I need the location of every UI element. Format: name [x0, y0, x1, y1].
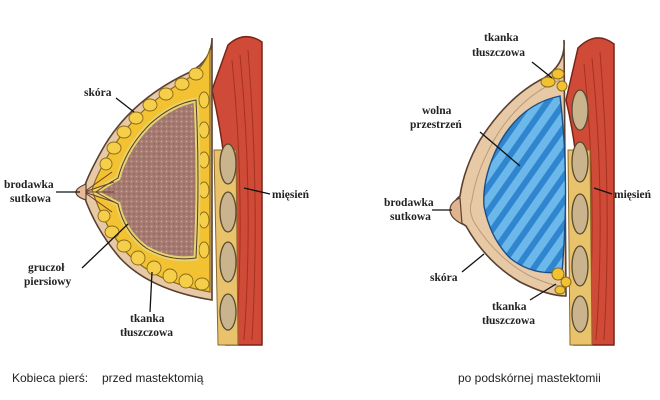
- right-free-space: [483, 95, 567, 274]
- left-label-fat: tkanka tłuszczowa: [120, 271, 173, 339]
- left-label-nipple: brodawka sutkowa: [4, 179, 80, 205]
- left-label-fat-line2: tłuszczowa: [120, 327, 173, 339]
- right-nipple: [449, 197, 463, 226]
- right-label-muscle: mięsień: [593, 187, 652, 201]
- right-inner-skin-line: [469, 79, 563, 287]
- right-label-fat-bottom: tkanka tłuszczowa: [482, 283, 557, 327]
- left-label-fat-line1: tkanka: [130, 313, 165, 325]
- right-label-fat-bottom-line1: tkanka: [492, 301, 527, 313]
- caption-right: po podskórnej mastektomii: [458, 371, 601, 385]
- caption-left-prefix: Kobieca pierś:: [12, 371, 89, 385]
- right-label-free-space-line1: wolna: [422, 105, 452, 117]
- right-ribs: [571, 89, 589, 333]
- right-label-fat-top-line2: tłuszczowa: [472, 47, 525, 59]
- left-label-skin: skóra: [84, 87, 135, 113]
- left-milk-ducts: [83, 171, 115, 213]
- right-label-fat-top-line1: tkanka: [484, 32, 519, 44]
- left-label-gland-line1: gruczoł: [28, 262, 65, 274]
- left-ribs: [219, 143, 237, 331]
- right-label-fat-top: tkanka tłuszczowa: [472, 32, 553, 79]
- caption-left: przed mastektomią: [102, 371, 204, 385]
- left-label-muscle-text: mięsień: [272, 189, 310, 201]
- left-label-nipple-line1: brodawka: [4, 179, 54, 191]
- right-label-nipple-line1: brodawka: [384, 197, 434, 209]
- right-label-fat-bottom-line2: tłuszczowa: [482, 315, 535, 327]
- left-label-nipple-line2: sutkowa: [10, 193, 51, 205]
- right-fat-bottom: [551, 267, 572, 295]
- left-fat-lobules: [97, 67, 210, 291]
- left-breast-diagram: skóra brodawka sutkowa gruczoł piersiowy…: [4, 36, 310, 346]
- right-label-free-space-line2: przestrzeń: [410, 119, 462, 131]
- left-label-gland: gruczoł piersiowy: [24, 223, 129, 288]
- right-label-free-space: wolna przestrzeń: [410, 105, 521, 167]
- right-label-skin: skóra: [430, 253, 485, 284]
- right-fat-top: [540, 68, 568, 92]
- right-label-skin-text: skóra: [430, 272, 458, 284]
- right-label-nipple: brodawka sutkowa: [384, 197, 452, 223]
- right-label-nipple-line2: sutkowa: [390, 211, 431, 223]
- left-muscle-fibers: [231, 49, 256, 341]
- left-label-skin-text: skóra: [84, 87, 112, 99]
- left-label-muscle: mięsień: [243, 187, 310, 201]
- right-breast-diagram: tkanka tłuszczowa wolna przestrzeń mięsi…: [384, 32, 652, 346]
- left-label-gland-line2: piersiowy: [24, 276, 72, 288]
- right-label-muscle-text: mięsień: [614, 189, 652, 201]
